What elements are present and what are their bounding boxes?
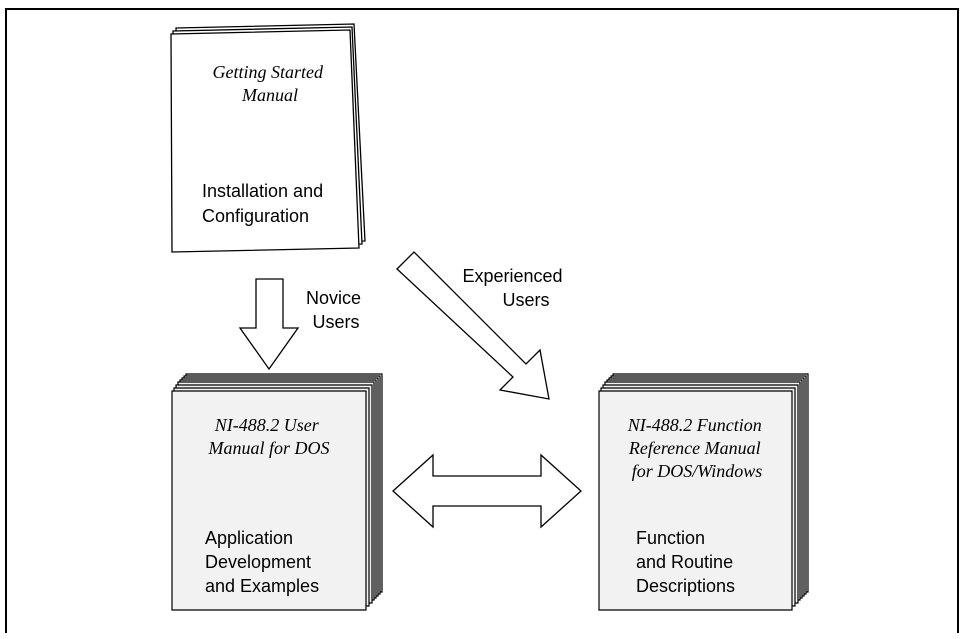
svg-text:Application Development: Application Development and Examples (205, 528, 319, 596)
user-manual-sub-line-3: and Examples (205, 576, 319, 596)
svg-text:NI-488.2 User Manual for: NI-488.2 User Manual for DOS (208, 415, 330, 458)
user-manual-title-line-1: NI-488.2 User (214, 415, 320, 435)
function-ref-title-line-3: for DOS/Windows (632, 461, 763, 481)
getting-started-title-line-2: Manual (241, 85, 298, 105)
user-manual-sub-line-2: Development (205, 552, 311, 572)
diagram-frame (5, 8, 959, 633)
novice-label-line-1: Novice (306, 288, 361, 308)
novice-users-arrow: Novice Users (238, 278, 366, 371)
svg-text:Experienced Users: Experienced Users (462, 266, 567, 310)
function-ref-sub-line-1: Function (636, 528, 705, 548)
getting-started-sub-line-1: Installation and (202, 181, 323, 201)
svg-text:Getting Started Manual: Getting Started Manual (213, 62, 328, 105)
function-ref-title-line-2: Reference Manual (628, 438, 761, 458)
experienced-label-line-2: Users (502, 290, 549, 310)
svg-text:Installation and Configu: Installation and Configuration (202, 181, 328, 226)
function-ref-sub-line-2: and Routine (636, 552, 733, 572)
function-ref-sub-line-3: Descriptions (636, 576, 735, 596)
getting-started-sub-line-2: Configuration (202, 206, 309, 226)
svg-text:Novice Users: Novice Users (306, 288, 366, 332)
svg-text:NI-488.2 Function Refere: NI-488.2 Function Reference Manual for D… (627, 415, 766, 481)
bidirectional-arrow (392, 453, 582, 529)
getting-started-title-line-1: Getting Started (213, 62, 324, 82)
novice-label-line-2: Users (312, 312, 359, 332)
getting-started-manual-booklet: Getting Started Manual Installation and … (170, 23, 366, 253)
experienced-label-line-1: Experienced (462, 266, 562, 286)
function-ref-title-line-1: NI-488.2 Function (627, 415, 762, 435)
user-manual-title-line-2: Manual for DOS (208, 438, 330, 458)
user-manual-sub-line-1: Application (205, 528, 293, 548)
experienced-users-arrow: Experienced Users (396, 251, 567, 400)
user-manual-book: NI-488.2 User Manual for DOS Application… (171, 373, 383, 611)
function-reference-book: NI-488.2 Function Reference Manual for D… (598, 373, 809, 611)
svg-text:Function and Routine: Function and Routine Descriptions (636, 528, 738, 596)
